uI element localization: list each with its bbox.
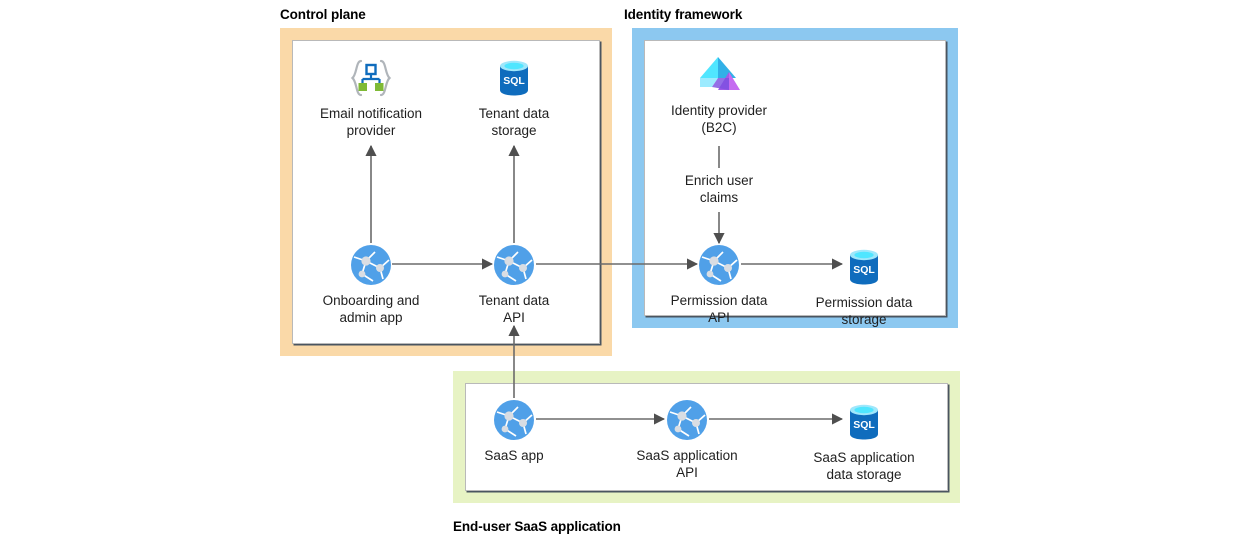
node-label: Email notification provider [319,106,423,138]
node-label: Permission data API [670,293,768,325]
svg-text:SQL: SQL [853,264,875,276]
node-saas-app[interactable]: SaaS app [439,397,589,464]
node-label: SaaS app [484,448,544,463]
node-label: SaaS application API [636,448,738,480]
group-control-plane [280,28,612,356]
node-label: Tenant data API [478,293,550,325]
node-permission-data-api[interactable]: Permission data API [644,242,794,326]
group-control-plane-inner [292,40,600,344]
app-service-icon [439,397,589,443]
node-label: Tenant data storage [478,106,550,138]
sql-database-icon: SQL [789,244,939,290]
node-tenant-data-api[interactable]: Tenant data API [439,242,589,326]
group-title-identity-framework: Identity framework [624,7,743,22]
group-identity-framework [632,28,958,328]
node-label: SaaS application data storage [813,450,915,482]
group-title-end-user-saas-application: End-user SaaS application [453,519,621,534]
edge-label-enrich-user-claims: Enrich user claims [649,172,789,206]
node-permission-data-storage[interactable]: SQL Permission data storage [789,244,939,328]
app-service-icon [644,242,794,288]
sql-database-icon: SQL [789,399,939,445]
group-title-control-plane: Control plane [280,7,366,22]
svg-text:SQL: SQL [503,75,525,87]
sql-database-icon: SQL [439,55,589,101]
svg-text:SQL: SQL [853,419,875,431]
app-service-icon [612,397,762,443]
app-service-icon [439,242,589,288]
node-identity-provider[interactable]: Identity provider (B2C) [644,52,794,136]
node-email-notification-provider[interactable]: Email notification provider [296,55,446,139]
node-saas-application-data-storage[interactable]: SQL SaaS application data storage [789,399,939,483]
node-label: Permission data storage [815,295,913,327]
node-label: Identity provider (B2C) [670,103,768,135]
app-service-icon [296,242,446,288]
event-grid-icon [296,55,446,101]
node-saas-application-api[interactable]: SaaS application API [612,397,762,481]
azure-ad-b2c-icon [644,52,794,98]
node-onboarding-and-admin-app[interactable]: Onboarding and admin app [296,242,446,326]
node-tenant-data-storage[interactable]: SQL Tenant data storage [439,55,589,139]
node-label: Onboarding and admin app [322,293,420,325]
